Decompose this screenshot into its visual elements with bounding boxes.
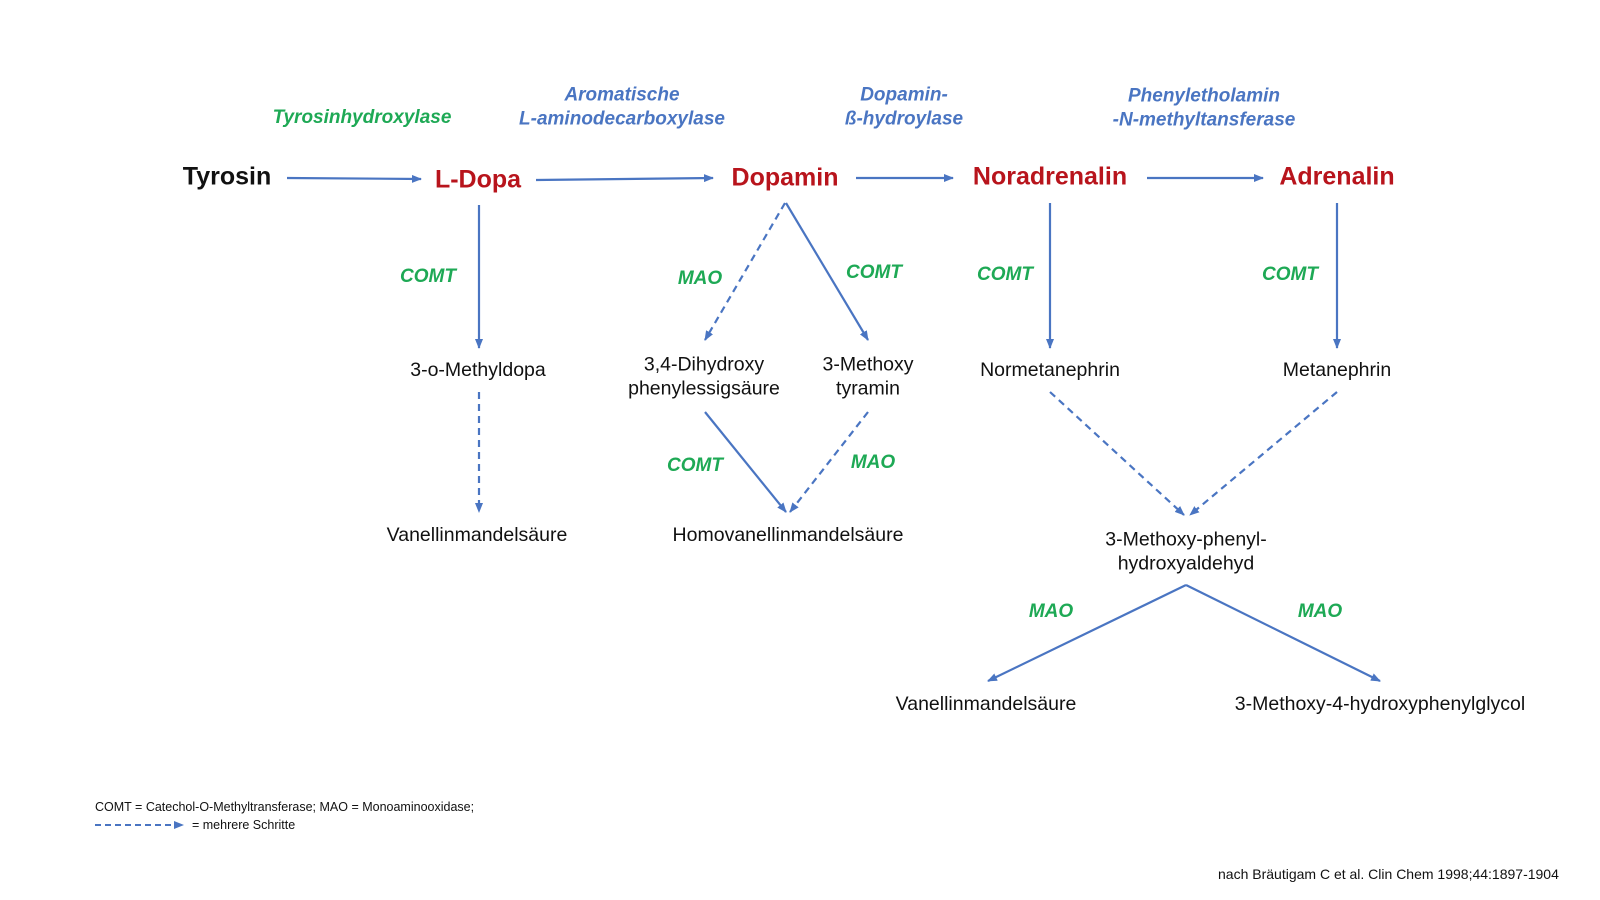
label-comt-noradrenalin: COMT	[977, 264, 1033, 286]
metabolite-methoxytyramin-line2: tyramin	[836, 378, 900, 400]
label-comt-dopamin: COMT	[846, 262, 902, 284]
metabolite-dihydroxy-line1: 3,4-Dihydroxy	[643, 353, 765, 376]
arrow-dopamin-to-methoxytyramin	[785, 202, 869, 341]
arrow-aldehyd-to-mhpg	[1185, 584, 1381, 682]
metabolite-mhpg: 3-Methoxy-4-hydroxyphenylglycol	[1234, 692, 1526, 715]
arrow-ldopa-to-dopamin	[535, 174, 714, 183]
enzyme-pnmt-line2: -N-methyltansferase	[1112, 109, 1296, 130]
metabolite-metanephrin: Metanephrin	[1282, 358, 1392, 381]
compound-l-dopa: L-Dopa	[434, 165, 522, 194]
enzyme-tyrosinhydroxylase: Tyrosinhydroxylase	[272, 107, 452, 129]
metabolite-normetanephrin: Normetanephrin	[980, 358, 1120, 381]
arrow-dopac-to-hva	[704, 411, 787, 513]
enzyme-aadc-line2: L-aminodecarboxylase	[519, 108, 725, 129]
legend-dashed-meaning: = mehrere Schritte	[192, 818, 296, 832]
enzyme-dbh-line1: Dopamin-	[860, 84, 948, 106]
label-mao-methoxytyramin: MAO	[850, 452, 896, 474]
arrow-tyrosin-to-ldopa	[286, 174, 422, 183]
label-comt-dopac: COMT	[667, 455, 723, 477]
metabolite-methoxytyramin-line1: 3-Methoxy	[822, 353, 914, 376]
enzyme-dbh: Dopamin- ß-hydroylase	[845, 83, 963, 131]
arrow-methoxytyramin-to-hva	[789, 411, 869, 513]
enzyme-dbh-line2: ß-hydroylase	[844, 108, 964, 129]
metabolite-aldehyd-line2: hydroxyaldehyd	[1117, 553, 1255, 575]
enzyme-aadc: Aromatische L-aminodecarboxylase	[519, 83, 725, 131]
enzyme-pnmt: Phenyletholamin -N-methyltansferase	[1113, 84, 1296, 132]
label-mao-left: MAO	[1028, 601, 1074, 623]
label-mao-dopamin: MAO	[677, 268, 723, 290]
metabolite-methoxytyramin: 3-Methoxy tyramin	[822, 353, 913, 402]
compound-noradrenalin: Noradrenalin	[972, 162, 1128, 191]
label-comt-adrenalin: COMT	[1262, 264, 1318, 286]
arrow-normetanephrin-to-aldehyd	[1049, 391, 1185, 516]
arrow-aldehyd-to-vma	[987, 584, 1187, 682]
arrow-dopamin-to-dopac	[704, 202, 786, 341]
label-mao-right: MAO	[1297, 601, 1343, 623]
enzyme-aadc-line1: Aromatische	[564, 84, 680, 106]
arrow-metanephrin-to-aldehyd	[1189, 391, 1338, 516]
metabolite-vanillinmandelsaeure-2: Vanellinmandelsäure	[895, 692, 1077, 715]
legend-abbreviations: COMT = Catechol-O-Methyltransferase; MAO…	[95, 800, 475, 814]
citation: nach Bräutigam C et al. Clin Chem 1998;4…	[1218, 866, 1559, 882]
compound-dopamin: Dopamin	[731, 163, 839, 192]
metabolite-homovanillinmandelsaeure: Homovanellinmandelsäure	[672, 523, 904, 546]
label-comt-ldopa: COMT	[400, 266, 456, 288]
metabolite-o-methyldopa: 3-o-Methyldopa	[410, 358, 546, 381]
enzyme-pnmt-line1: Phenyletholamin	[1127, 85, 1281, 107]
metabolite-vanillinmandelsaeure: Vanellinmandelsäure	[386, 523, 568, 546]
compound-tyrosin: Tyrosin	[182, 162, 272, 191]
metabolite-dihydroxyphenylessigsaeure: 3,4-Dihydroxy phenylessigsäure	[628, 353, 780, 402]
metabolite-methoxyphenylhydroxyaldehyd: 3-Methoxy-phenyl- hydroxyaldehyd	[1105, 528, 1266, 577]
compound-adrenalin: Adrenalin	[1279, 162, 1395, 191]
metabolite-aldehyd-line1: 3-Methoxy-phenyl-	[1105, 528, 1267, 551]
metabolite-dihydroxy-line2: phenylessigsäure	[628, 378, 780, 400]
